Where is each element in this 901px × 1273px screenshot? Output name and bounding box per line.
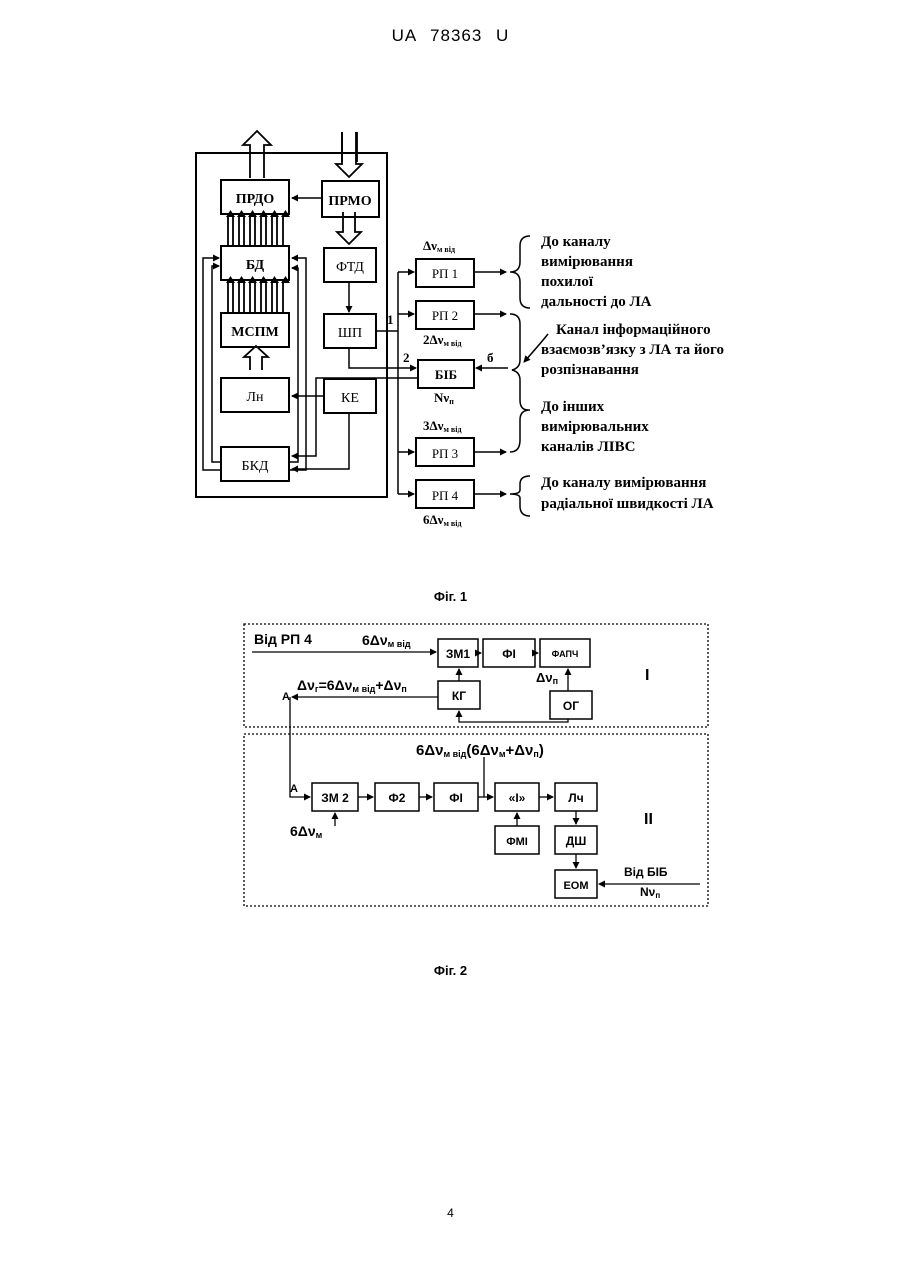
- bib-n-value: Nνп: [640, 885, 660, 900]
- ln-mspm-arrow-icon: [244, 346, 268, 370]
- block-eom-label: ЕОМ: [563, 880, 588, 892]
- node-a-top-label: A: [282, 691, 290, 703]
- og-dn-label: Δνп: [536, 670, 558, 686]
- block-i-label: «І»: [509, 791, 526, 805]
- block-ln-label: Лн: [247, 390, 264, 405]
- block-fi-1-label: ФІ: [502, 647, 516, 661]
- brace-1: [510, 236, 530, 308]
- brace-3: [510, 410, 530, 452]
- annotation-1-line-3: похилої: [541, 274, 594, 290]
- input-arrow-icon: [336, 132, 362, 177]
- block-rp3-label: РП 3: [432, 446, 458, 461]
- block-zm1-label: ЗМ1: [446, 647, 471, 661]
- port-1-label: 1: [387, 312, 394, 327]
- annotation-2-line-1: Канал інформаційного: [556, 322, 711, 338]
- block-lch-label: Лч: [568, 791, 583, 805]
- block-og-label: ОГ: [563, 699, 579, 713]
- port-2-label: 2: [403, 350, 410, 365]
- port-6-label: б: [487, 350, 494, 365]
- rp1-freq-label: Δνм від: [423, 238, 455, 254]
- section-2-roman: ІІ: [644, 811, 653, 828]
- annotation-1-line-1: До каналу: [541, 234, 611, 250]
- annotation-1-line-2: вимірювання: [541, 254, 633, 270]
- annotation-3-line-1: До інших: [541, 399, 605, 415]
- annotation-2-line-3: розпізнавання: [541, 362, 639, 378]
- brace-2: [510, 314, 528, 410]
- section-1-freq-label: 6Δνм від: [362, 632, 411, 649]
- block-shp-label: ШП: [338, 326, 362, 341]
- block-kg-label: КГ: [452, 689, 466, 703]
- annotation-1-line-4: дальності до ЛА: [541, 294, 652, 310]
- annotation-4-line-1: До каналу вимірювання: [541, 475, 706, 491]
- kg-equation-label: Δνг=6Δνм від+Δνп: [297, 677, 407, 694]
- zm2-input-label: 6Δνм: [290, 823, 323, 840]
- block-ftd-label: ФТД: [336, 260, 364, 275]
- rp2-freq-label: 2Δνм від: [423, 332, 462, 348]
- block-ke-label: КЕ: [341, 391, 359, 406]
- rp3-freq-label: 3Δνм від: [423, 418, 462, 434]
- block-bkd-label: БКД: [242, 459, 269, 474]
- block-bib-label: БІБ: [435, 367, 457, 382]
- block-prdo-label: ПРДО: [236, 192, 275, 207]
- block-f2-label: Ф2: [389, 791, 406, 805]
- block-zm2-label: ЗМ 2: [321, 791, 349, 805]
- block-mspm-label: МСПМ: [231, 325, 278, 340]
- block-bd-label: БД: [246, 258, 265, 273]
- bib-n-label: Nνп: [434, 390, 454, 406]
- block-prmo-label: ПРМО: [328, 194, 371, 209]
- annotation-2-line-2: взаємозв’язку з ЛА та його: [541, 342, 724, 358]
- section-2-title: 6Δνм від(6Δνм+Δνп): [416, 742, 544, 759]
- annotation-3-line-2: вимірювальних: [541, 419, 649, 435]
- rp4-freq-label: 6Δνм від: [423, 512, 462, 528]
- input-from-rp4-label: Від РП 4: [254, 631, 312, 647]
- block-dsh-label: ДШ: [566, 834, 587, 848]
- section-2-frame: [244, 734, 708, 906]
- annotation-4-line-2: радіальної швидкості ЛА: [541, 496, 714, 512]
- page-number: 4: [0, 1206, 901, 1220]
- brace-4: [510, 476, 530, 516]
- block-fapch-label: ФАПЧ: [552, 649, 579, 659]
- figure-2-caption: Фіг. 2: [0, 963, 901, 978]
- block-rp1-label: РП 1: [432, 266, 458, 281]
- section-1-roman: І: [645, 667, 649, 684]
- output-arrow-icon: [243, 131, 271, 178]
- figure-1-caption: Фіг. 1: [0, 589, 901, 604]
- annotation-3-line-3: каналів ЛІВС: [541, 439, 635, 455]
- block-fi-2-label: ФІ: [449, 791, 463, 805]
- node-a-bottom-label: A: [290, 783, 298, 795]
- block-fmi-label: ФМІ: [506, 836, 528, 848]
- block-rp4-label: РП 4: [432, 488, 459, 503]
- block-rp2-label: РП 2: [432, 308, 458, 323]
- from-bib-label: Від БІБ: [624, 865, 668, 879]
